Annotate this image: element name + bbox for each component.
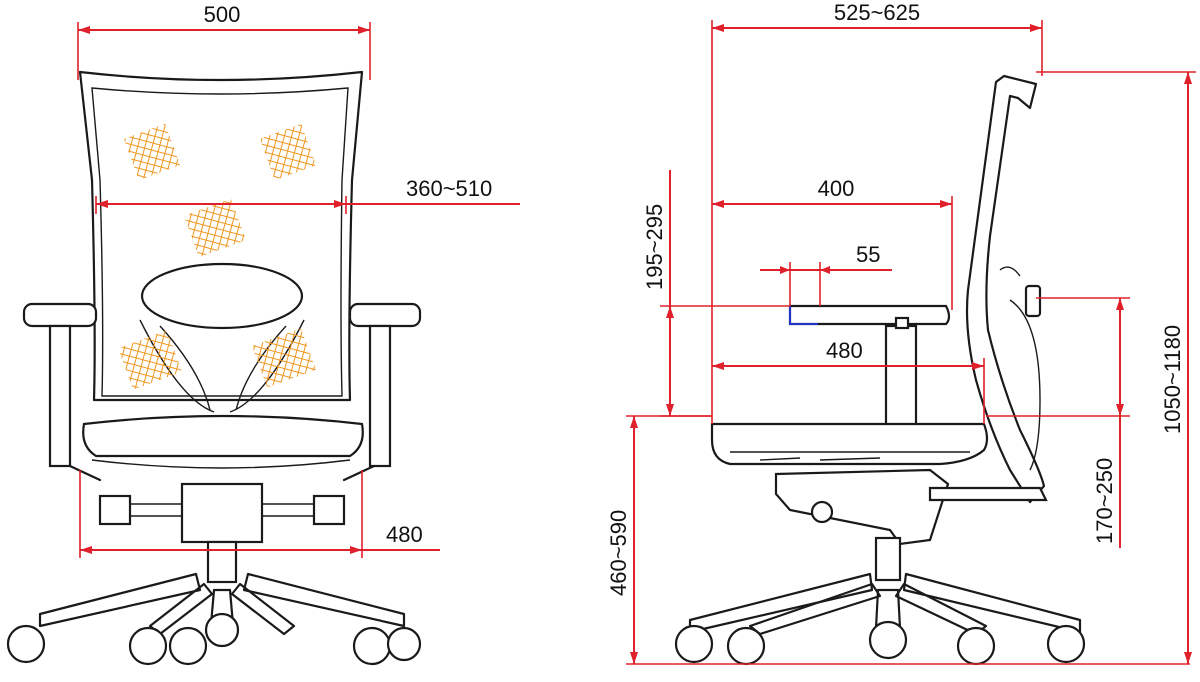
backrest-inner — [91, 87, 349, 397]
mesh-patches — [118, 123, 317, 390]
mesh-patch — [259, 123, 317, 181]
armrest-left — [22, 302, 98, 328]
mesh-patch — [252, 328, 316, 388]
base-leg-side — [902, 572, 1082, 634]
base-leg-side — [688, 572, 874, 634]
dim-label: 400 — [818, 176, 855, 201]
dim-seat-inner-width: 360~510 — [95, 176, 520, 214]
dim-label: 170~250 — [1092, 458, 1117, 544]
base-leg — [148, 582, 214, 636]
base-leg — [38, 572, 202, 628]
dim-total-height: 1050~1180 — [1036, 71, 1196, 664]
mechanism-block — [180, 482, 264, 544]
caster — [128, 626, 168, 666]
base-leg — [230, 582, 296, 636]
lumbar-knob — [1024, 284, 1042, 318]
caster — [168, 626, 208, 666]
dim-overall-depth: 525~625 — [711, 0, 1043, 424]
dim-armrest-to-back: 400 — [712, 176, 953, 310]
caster — [6, 624, 46, 664]
dim-label: 55 — [856, 242, 880, 267]
lever-knob-right — [312, 494, 346, 526]
caster — [386, 626, 422, 662]
base-leg-side — [748, 582, 882, 636]
arm-joint — [894, 316, 910, 330]
seat-shell — [91, 459, 351, 469]
gas-cylinder-side — [874, 536, 902, 582]
dim-label: 360~510 — [406, 176, 492, 201]
seat-underside — [730, 451, 970, 461]
side-view: 525~625 400 55 480 195~295 — [606, 0, 1196, 666]
dim-base-width: 480 — [79, 470, 440, 558]
armrest-side — [788, 304, 951, 326]
arm-post-right — [368, 324, 392, 468]
caster — [956, 626, 996, 666]
dim-label: 1050~1180 — [1160, 325, 1185, 434]
backrest-arm — [928, 486, 1048, 502]
dim-overall-width: 500 — [77, 2, 371, 80]
gas-cylinder — [206, 540, 238, 584]
dim-arm-height: 195~295 — [642, 170, 790, 417]
arm-post-left — [48, 324, 72, 468]
dim-lumbar-height: 170~250 — [986, 297, 1130, 548]
armrest-right — [348, 302, 422, 328]
mesh-patch — [123, 123, 181, 181]
caster — [868, 620, 908, 660]
dim-label: 460~590 — [606, 510, 631, 596]
dim-label: 480 — [386, 522, 423, 547]
base-leg — [242, 572, 406, 628]
dim-seat-height: 460~590 — [606, 415, 1190, 665]
caster — [204, 612, 240, 648]
backrest-rear-frame — [1009, 299, 1041, 471]
front-view: 500 360~510 480 — [6, 2, 520, 666]
dim-arm-adjust: 55 — [760, 242, 892, 306]
arm-post-side — [884, 324, 918, 428]
lever-knob-left — [98, 494, 132, 526]
caster — [674, 624, 714, 664]
seat-side — [710, 422, 989, 466]
caster — [1046, 624, 1086, 664]
casters-side — [674, 620, 1086, 666]
casters-front — [6, 612, 422, 666]
lumbar-bracket — [999, 266, 1021, 277]
arm-adjust-marker — [789, 306, 818, 325]
lumbar-pad — [140, 262, 304, 330]
dim-seat-depth: 480 — [712, 338, 985, 424]
tension-knob — [810, 500, 834, 524]
dim-label: 195~295 — [642, 204, 667, 290]
caster — [352, 626, 392, 666]
dim-label: 500 — [204, 2, 241, 27]
mesh-patch — [183, 198, 247, 258]
caster — [726, 626, 766, 666]
dim-label: 525~625 — [834, 0, 920, 25]
mesh-patch — [118, 330, 182, 390]
seat-cushion — [82, 414, 364, 458]
seat-brackets — [68, 464, 376, 482]
tilt-mechanism — [774, 468, 950, 546]
dim-label: 480 — [826, 338, 863, 363]
